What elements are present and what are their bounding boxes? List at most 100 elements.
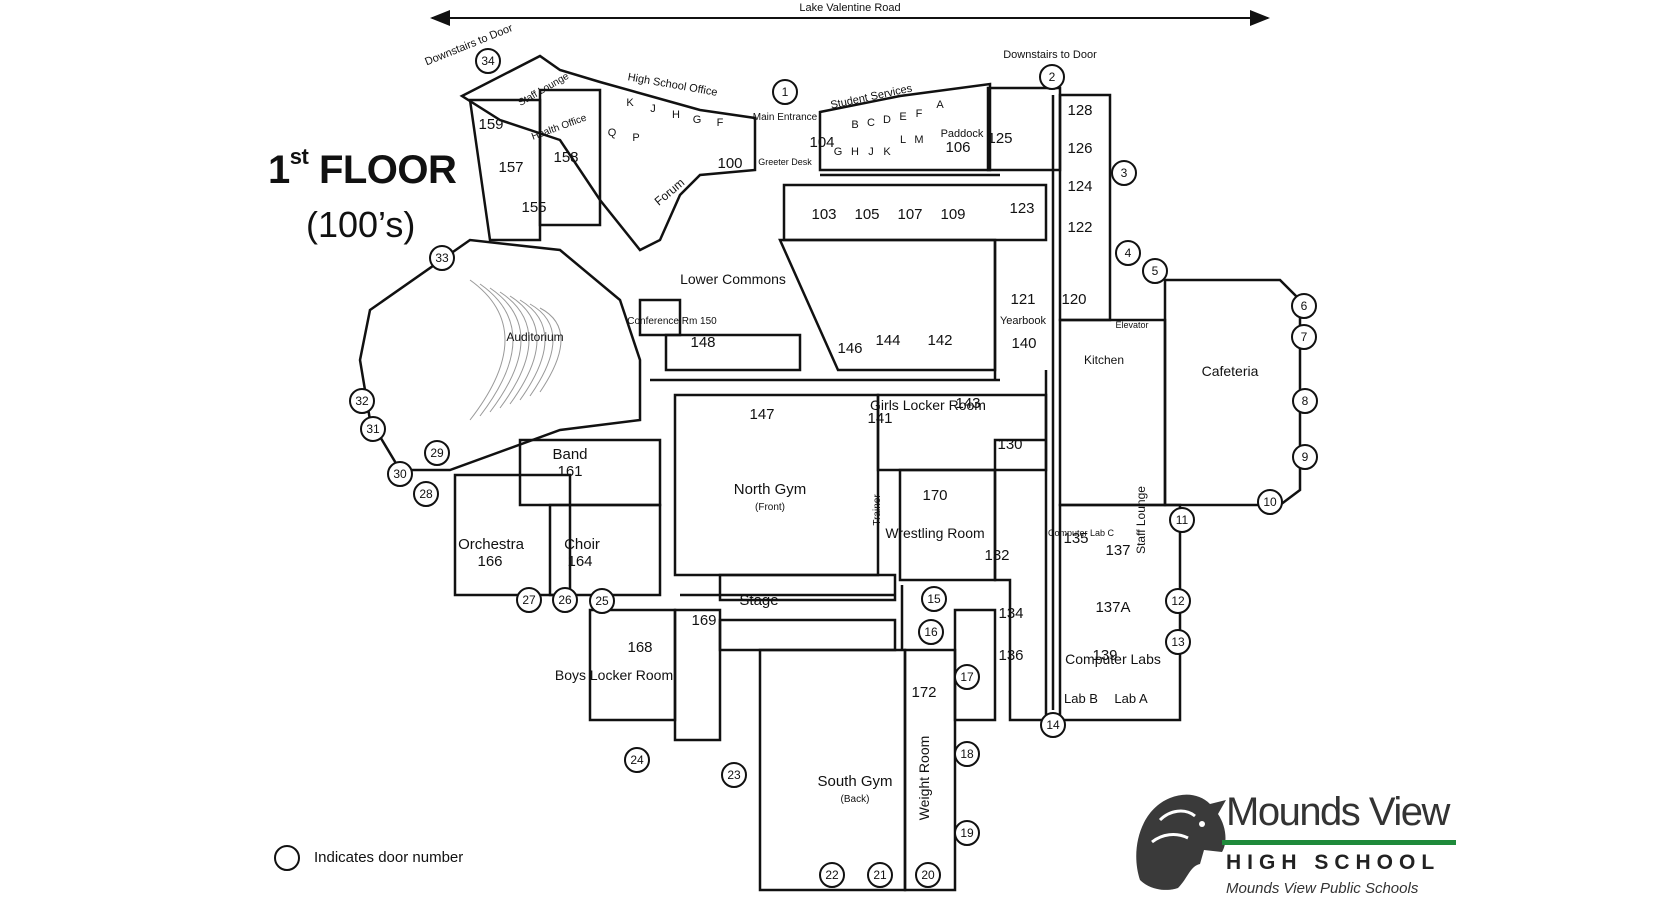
logo-district: Mounds View Public Schools bbox=[1226, 880, 1419, 897]
wall-outline bbox=[782, 183, 1048, 242]
door-marker-21: 21 bbox=[867, 862, 893, 888]
door-marker-23: 23 bbox=[721, 762, 747, 788]
area-label-stage: Stage bbox=[739, 592, 778, 609]
door-circle-icon bbox=[1291, 324, 1317, 350]
office-letter-label: K bbox=[883, 146, 891, 158]
door-circle-icon bbox=[1292, 388, 1318, 414]
door-number-label: 13 bbox=[1171, 635, 1185, 649]
room-number-label: 142 bbox=[927, 332, 952, 349]
door-circle-icon bbox=[1115, 240, 1141, 266]
door-circle-icon bbox=[349, 388, 375, 414]
office-letter-label: G bbox=[834, 146, 843, 158]
door-circle-icon bbox=[918, 619, 944, 645]
room-number-label: 158 bbox=[553, 149, 578, 166]
door-circle-icon bbox=[413, 481, 439, 507]
door-circle-icon bbox=[552, 587, 578, 613]
seating-arc bbox=[519, 299, 546, 401]
wall-outline bbox=[818, 82, 992, 172]
door-number-label: 25 bbox=[595, 594, 609, 608]
door-circle-icon bbox=[1165, 629, 1191, 655]
area-label-band: Band bbox=[552, 446, 587, 463]
legend-text: Indicates door number bbox=[314, 849, 464, 866]
seating-arc bbox=[539, 307, 562, 393]
room-number-label: 155 bbox=[521, 199, 546, 216]
seating-arc bbox=[529, 303, 554, 397]
wall-outline bbox=[758, 648, 907, 892]
door-number-label: 3 bbox=[1121, 166, 1128, 180]
wall-outline bbox=[876, 393, 1048, 472]
room-number-label: 159 bbox=[478, 116, 503, 133]
office-letter-label: F bbox=[717, 117, 724, 129]
room-number-label: 137 bbox=[1105, 542, 1130, 559]
door-marker-25: 25 bbox=[589, 588, 615, 614]
office-letter-label: L bbox=[900, 134, 906, 146]
door-number-label: 29 bbox=[430, 446, 444, 460]
office-letter-label: K bbox=[626, 97, 634, 109]
area-label-girls-locker: Girls Locker Room bbox=[870, 397, 986, 413]
door-number-label: 4 bbox=[1125, 246, 1132, 260]
door-circle-icon bbox=[475, 48, 501, 74]
office-letter-label: C bbox=[867, 117, 875, 129]
area-label-orchestra: Orchestra bbox=[458, 536, 525, 553]
room-number-label: 146 bbox=[837, 340, 862, 357]
area-label-boys-locker: Boys Locker Room bbox=[555, 667, 673, 683]
door-circle-icon bbox=[867, 862, 893, 888]
floor-title: 1st FLOOR bbox=[268, 144, 457, 193]
wall-outline bbox=[1058, 93, 1112, 322]
seating-arc bbox=[509, 295, 538, 405]
door-number-label: 10 bbox=[1263, 495, 1277, 509]
door-number-label: 33 bbox=[435, 251, 449, 265]
wall-outline bbox=[1163, 278, 1302, 507]
logo-high-school: HIGH SCHOOL bbox=[1226, 851, 1441, 874]
area-label-computer-lab-c: Computer Lab C bbox=[1048, 528, 1115, 538]
room-number-label: 164 bbox=[567, 553, 592, 570]
door-number-label: 5 bbox=[1152, 264, 1159, 278]
door-marker-26: 26 bbox=[552, 587, 578, 613]
office-letter-label: M bbox=[914, 134, 923, 146]
door-marker-24: 24 bbox=[624, 747, 650, 773]
door-marker-2: 2 bbox=[1039, 64, 1065, 90]
room-number-label: 123 bbox=[1009, 200, 1034, 217]
door-marker-19: 19 bbox=[954, 820, 980, 846]
wall-outline bbox=[358, 238, 642, 472]
wall-outline bbox=[468, 98, 542, 242]
door-number-label: 15 bbox=[927, 592, 941, 606]
door-marker-31: 31 bbox=[360, 416, 386, 442]
door-number-label: 23 bbox=[727, 768, 741, 782]
floor-subtitle: (100’s) bbox=[306, 204, 416, 245]
area-label-downstairs-right: Downstairs to Door bbox=[1003, 49, 1097, 61]
door-number-label: 6 bbox=[1301, 299, 1308, 313]
door-number-label: 34 bbox=[481, 54, 495, 68]
room-number-label: 144 bbox=[875, 332, 900, 349]
door-marker-8: 8 bbox=[1292, 388, 1318, 414]
building-walls bbox=[358, 54, 1302, 892]
room-number-label: 169 bbox=[691, 612, 716, 629]
wall-outline bbox=[993, 370, 1048, 722]
office-letter-label: P bbox=[632, 132, 639, 144]
door-number-label: 8 bbox=[1302, 394, 1309, 408]
room-number-label: 157 bbox=[498, 159, 523, 176]
room-number-label: 141 bbox=[867, 410, 892, 427]
door-number-label: 16 bbox=[924, 625, 938, 639]
room-number-label: 136 bbox=[998, 647, 1023, 664]
door-circle-icon bbox=[516, 587, 542, 613]
area-label-auditorium: Auditorium bbox=[506, 330, 563, 344]
office-letter-label: J bbox=[650, 103, 656, 115]
floor-number: 1 bbox=[268, 148, 290, 192]
room-number-label: 170 bbox=[922, 487, 947, 504]
door-circle-icon bbox=[819, 862, 845, 888]
room-number-label: 143 bbox=[955, 395, 980, 412]
door-circle-icon bbox=[424, 440, 450, 466]
door-marker-6: 6 bbox=[1291, 293, 1317, 319]
door-marker-28: 28 bbox=[413, 481, 439, 507]
wall-outline bbox=[673, 608, 722, 742]
door-number-label: 9 bbox=[1302, 450, 1309, 464]
door-marker-30: 30 bbox=[387, 461, 413, 487]
room-number-label: 121 bbox=[1010, 291, 1035, 308]
mustang-logo-icon bbox=[1136, 794, 1226, 890]
door-marker-4: 4 bbox=[1115, 240, 1141, 266]
seating-arc bbox=[499, 291, 530, 409]
door-circle-icon bbox=[1292, 444, 1318, 470]
door-marker-20: 20 bbox=[915, 862, 941, 888]
